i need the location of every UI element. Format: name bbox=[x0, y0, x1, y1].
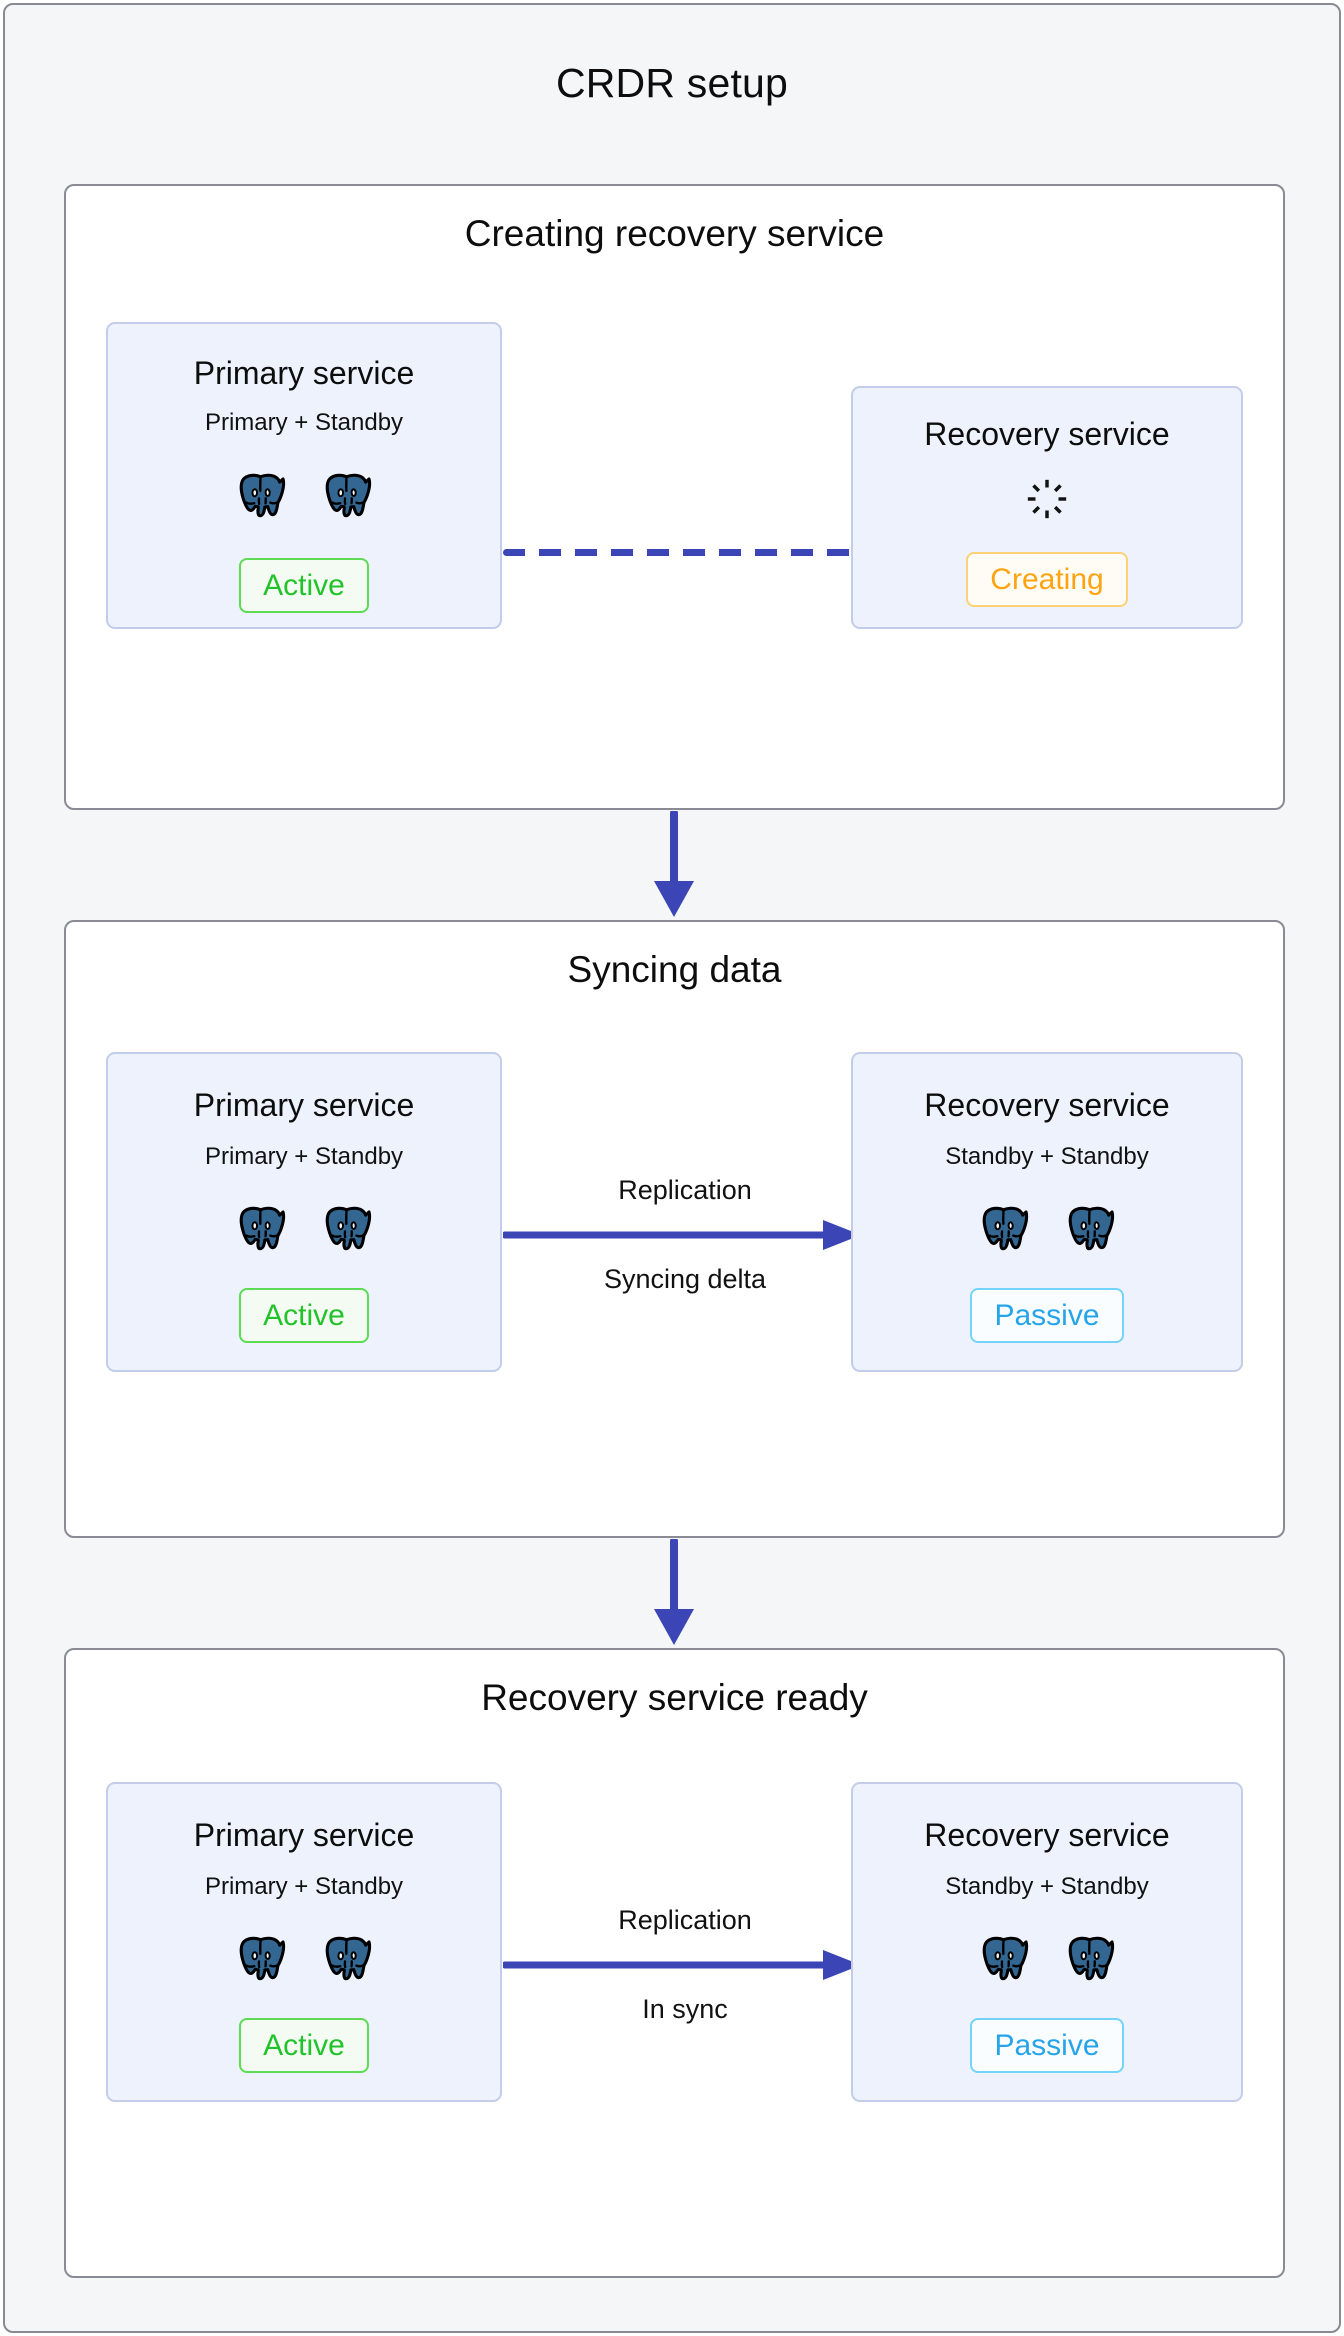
stage-title: Creating recovery service bbox=[464, 213, 885, 254]
postgres-elephant-icon bbox=[318, 1201, 376, 1259]
postgres-elephant-icon bbox=[975, 1201, 1033, 1259]
service-card-recovery: Recovery service Creating bbox=[851, 386, 1243, 629]
postgres-elephant-icon bbox=[975, 1931, 1033, 1989]
service-card-title: Primary service bbox=[193, 355, 415, 391]
crdr-setup-diagram: CRDR setup Creating recovery service Pri… bbox=[3, 3, 1341, 2333]
status-badge-active: Active bbox=[239, 2018, 369, 2073]
database-node-row bbox=[232, 468, 376, 526]
replication-label-below: Syncing delta bbox=[603, 1264, 767, 1294]
replication-connector: Replication In sync bbox=[503, 1907, 867, 2023]
stage-title: Recovery service ready bbox=[481, 1677, 868, 1718]
service-card-title: Primary service bbox=[193, 1087, 415, 1123]
database-node-row bbox=[232, 1931, 376, 1989]
replication-label-below: In sync bbox=[642, 1994, 728, 2024]
step-arrow-down bbox=[642, 809, 706, 926]
service-card-primary: Primary service Primary + Standby bbox=[106, 1052, 502, 1372]
service-card-subtitle: Standby + Standby bbox=[945, 1143, 1149, 1170]
postgres-elephant-icon bbox=[232, 1931, 290, 1989]
stage-title: Syncing data bbox=[567, 949, 782, 990]
postgres-elephant-icon bbox=[1061, 1931, 1119, 1989]
status-badge-active: Active bbox=[239, 558, 369, 613]
service-card-title: Recovery service bbox=[924, 416, 1170, 452]
service-card-primary: Primary service Primary + Standby bbox=[106, 322, 502, 629]
stage-panel-creating-recovery-service: Creating recovery service Primary servic… bbox=[64, 184, 1285, 810]
service-card-recovery: Recovery service Standby + Standby bbox=[851, 1052, 1243, 1372]
service-card-subtitle: Primary + Standby bbox=[204, 1143, 404, 1170]
postgres-elephant-icon bbox=[232, 1201, 290, 1259]
postgres-elephant-icon bbox=[318, 468, 376, 526]
step-arrow-down bbox=[642, 1537, 706, 1654]
replication-label-above: Replication bbox=[618, 1175, 752, 1205]
postgres-elephant-icon bbox=[1061, 1201, 1119, 1259]
replication-label-above: Replication bbox=[618, 1905, 752, 1935]
database-node-row bbox=[232, 1201, 376, 1259]
service-card-subtitle: Primary + Standby bbox=[204, 1873, 404, 1900]
status-badge-active: Active bbox=[239, 1288, 369, 1343]
service-card-title: Recovery service bbox=[924, 1087, 1170, 1123]
status-badge-passive: Passive bbox=[970, 2018, 1124, 2073]
postgres-elephant-icon bbox=[232, 468, 290, 526]
stage-panel-recovery-service-ready: Recovery service ready Replication In sy… bbox=[64, 1648, 1285, 2278]
service-card-subtitle: Primary + Standby bbox=[204, 409, 404, 436]
service-card-title: Recovery service bbox=[924, 1817, 1170, 1853]
dashed-connector-line bbox=[503, 549, 867, 556]
service-card-recovery: Recovery service Standby + Standby bbox=[851, 1782, 1243, 2102]
postgres-elephant-icon bbox=[318, 1931, 376, 1989]
replication-connector: Replication Syncing delta bbox=[503, 1177, 867, 1293]
loading-spinner-icon bbox=[1024, 476, 1070, 522]
diagram-title: CRDR setup bbox=[555, 60, 789, 106]
service-card-primary: Primary service Primary + Standby bbox=[106, 1782, 502, 2102]
database-node-row bbox=[975, 1201, 1119, 1259]
database-node-row bbox=[975, 1931, 1119, 1989]
status-badge-passive: Passive bbox=[970, 1288, 1124, 1343]
service-card-subtitle: Standby + Standby bbox=[945, 1873, 1149, 1900]
service-card-title: Primary service bbox=[193, 1817, 415, 1853]
status-badge-creating: Creating bbox=[966, 552, 1128, 607]
stage-panel-syncing-data: Syncing data Replication Syncing delta P… bbox=[64, 920, 1285, 1538]
